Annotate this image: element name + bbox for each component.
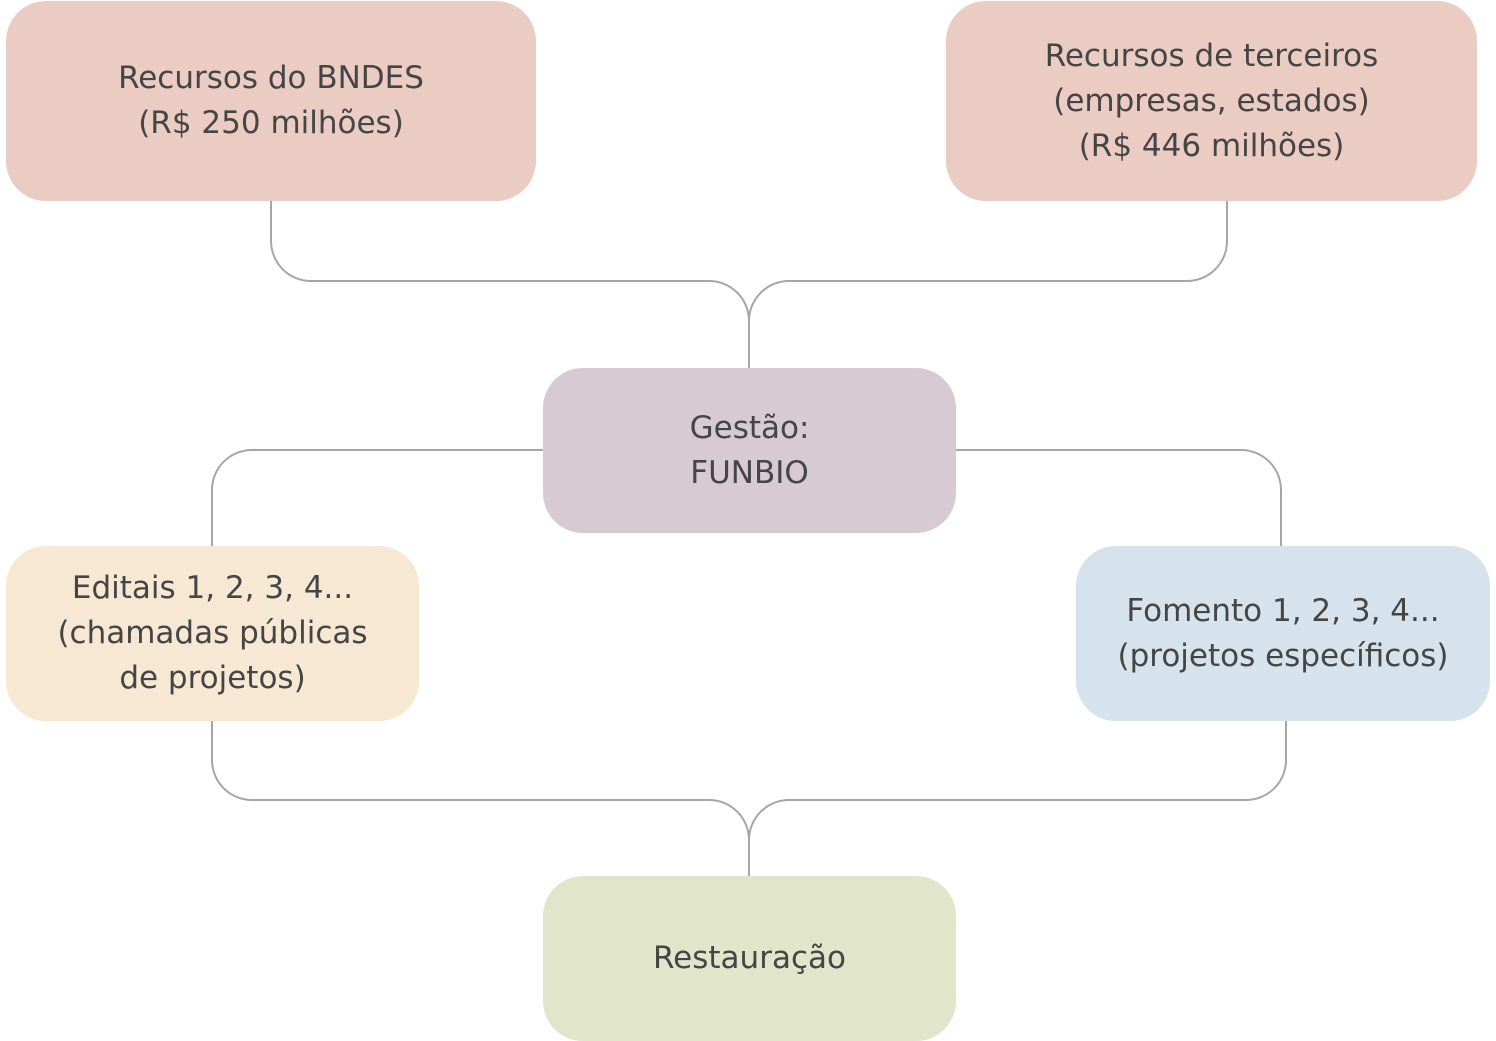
management-funbio-box: Gestão: FUNBIO <box>543 368 956 533</box>
third-party-funding-line-1: Recursos de terceiros <box>1044 37 1379 74</box>
bndes-funding-box: Recursos do BNDES (R$ 250 milhões) <box>6 1 536 201</box>
connector-fomento-to-restauracao <box>748 721 1287 841</box>
connector-terceiros-to-gestao <box>748 201 1228 322</box>
fomento-line-2: (projetos específicos) <box>1117 637 1449 674</box>
fomento-line-1: Fomento 1, 2, 3, 4... <box>1126 592 1440 629</box>
connector-gestao-to-editais <box>211 449 543 546</box>
management-line-2: FUNBIO <box>690 454 809 491</box>
editais-line-1: Editais 1, 2, 3, 4... <box>71 570 354 606</box>
editais-line-2: (chamadas públicas <box>57 615 368 651</box>
restoration-line-1: Restauração <box>653 940 846 976</box>
bndes-funding-line-1: Recursos do BNDES <box>118 60 424 96</box>
connector-gestao-to-fomento <box>956 449 1282 546</box>
management-line-1: Gestão: <box>689 409 810 446</box>
editais-box: Editais 1, 2, 3, 4... (chamadas públicas… <box>6 546 419 721</box>
third-party-funding-box: Recursos de terceiros (empresas, estados… <box>946 1 1477 201</box>
fomento-box: Fomento 1, 2, 3, 4... (projetos específi… <box>1076 546 1490 721</box>
third-party-funding-line-3: (R$ 446 milhões) <box>1078 127 1345 164</box>
bndes-funding-line-2: (R$ 250 milhões) <box>138 105 404 141</box>
editais-line-3: de projetos) <box>119 660 306 696</box>
restoration-box: Restauração <box>543 876 956 1041</box>
third-party-funding-line-2: (empresas, estados) <box>1053 82 1370 119</box>
connector-bndes-to-gestao <box>270 201 750 322</box>
connector-editais-to-restauracao <box>211 721 750 841</box>
